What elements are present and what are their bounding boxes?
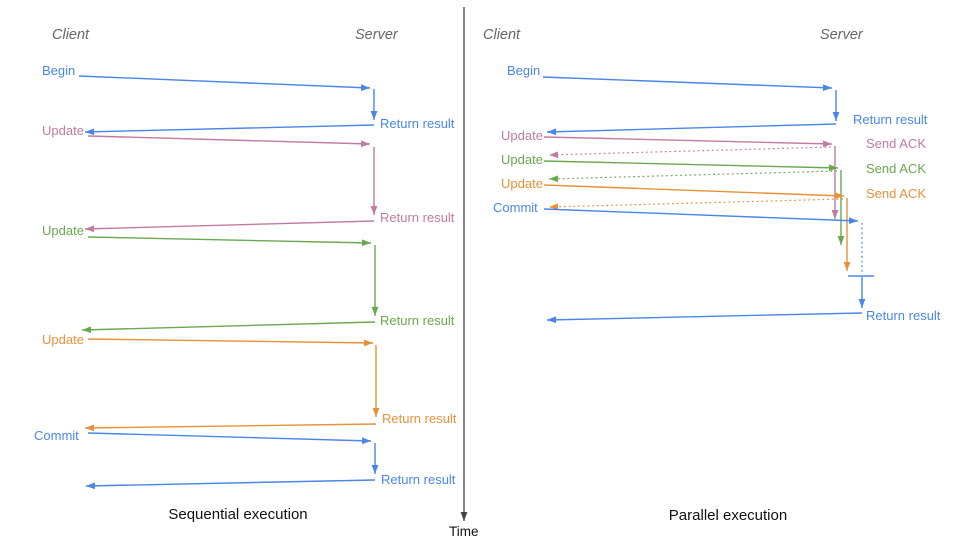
par-commit-request-arrow bbox=[543, 208, 859, 225]
seq-update2-response-arrow bbox=[81, 321, 376, 334]
seq-begin-label: Begin bbox=[42, 63, 75, 78]
par-update2-ack-label: Send ACK bbox=[866, 161, 926, 176]
par-update1-ack-label: Send ACK bbox=[866, 136, 926, 151]
seq-client-label: Client bbox=[52, 27, 90, 43]
seq-commit-response-label: Return result bbox=[381, 472, 456, 487]
seq-update1-request-arrow bbox=[87, 135, 371, 148]
par-client-label: Client bbox=[483, 27, 521, 43]
seq-commit-request-arrow bbox=[87, 432, 372, 445]
par-update3-ack-label: Send ACK bbox=[866, 186, 926, 201]
par-update2-ack-arrow bbox=[548, 170, 838, 183]
par-final-response-arrow bbox=[546, 312, 863, 324]
par-commit-label: Commit bbox=[493, 200, 538, 215]
seq-update1-label: Update bbox=[42, 123, 84, 138]
par-begin-request-arrow bbox=[542, 76, 833, 92]
par-server-label: Server bbox=[820, 27, 864, 43]
seq-update2-request-arrow bbox=[87, 236, 372, 247]
seq-commit-response-arrow bbox=[85, 479, 376, 490]
par-update3-request-arrow bbox=[543, 184, 845, 200]
sequential-panel: Client Server Begin Return result Update… bbox=[34, 27, 457, 523]
seq-update2-response-label: Return result bbox=[380, 313, 455, 328]
par-update2-label: Update bbox=[501, 152, 543, 167]
seq-update1-response-label: Return result bbox=[380, 210, 455, 225]
seq-update3-response-arrow bbox=[84, 423, 377, 432]
seq-update3-request-arrow bbox=[87, 338, 374, 347]
seq-update1-response-arrow bbox=[84, 220, 375, 233]
parallel-title: Parallel execution bbox=[669, 507, 787, 524]
par-update1-request-arrow bbox=[543, 136, 833, 148]
seq-begin-response-label: Return result bbox=[380, 116, 455, 131]
seq-update2-label: Update bbox=[42, 223, 84, 238]
seq-commit-label: Commit bbox=[34, 428, 79, 443]
par-update1-ack-arrow bbox=[548, 146, 832, 159]
par-final-response-label: Return result bbox=[866, 308, 941, 323]
seq-update3-label: Update bbox=[42, 332, 84, 347]
sequential-title: Sequential execution bbox=[168, 506, 307, 523]
par-begin-response-label: Return result bbox=[853, 112, 928, 127]
seq-begin-request-arrow bbox=[78, 75, 371, 92]
par-begin-response-arrow bbox=[546, 123, 837, 136]
par-update1-label: Update bbox=[501, 128, 543, 143]
par-update3-ack-arrow bbox=[548, 198, 844, 211]
par-update3-label: Update bbox=[501, 176, 543, 191]
seq-begin-response-arrow bbox=[84, 124, 375, 136]
parallel-panel: Client Server Begin Return result Update… bbox=[483, 27, 941, 524]
par-begin-label: Begin bbox=[507, 63, 540, 78]
par-update2-request-arrow bbox=[543, 160, 839, 172]
seq-server-label: Server bbox=[355, 27, 399, 43]
time-axis-label: Time bbox=[449, 524, 479, 539]
seq-update3-response-label: Return result bbox=[382, 411, 457, 426]
